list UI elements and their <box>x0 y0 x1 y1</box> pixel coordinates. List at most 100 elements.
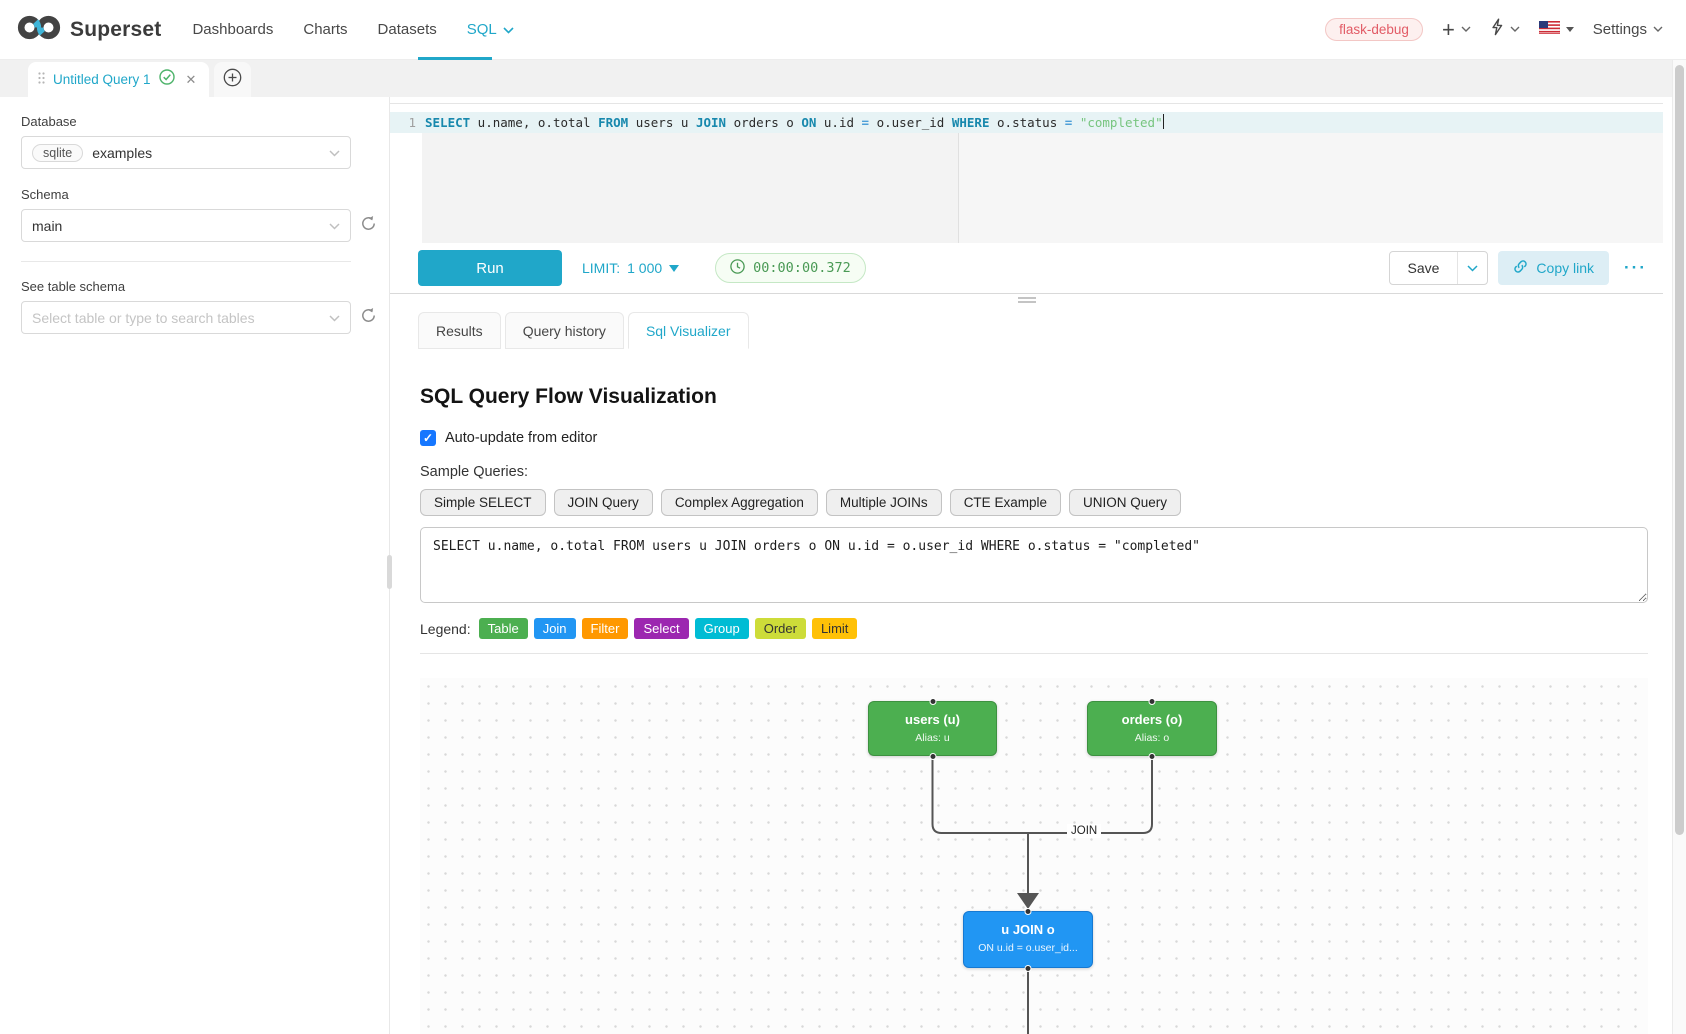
query-search-menu[interactable] <box>1490 18 1520 41</box>
flow-edges <box>931 756 1153 1034</box>
copy-link-label: Copy link <box>1536 260 1595 276</box>
sample-button-union-query[interactable]: UNION Query <box>1068 489 1181 516</box>
node-handle-top[interactable] <box>929 697 936 705</box>
refresh-tables-icon[interactable] <box>360 307 377 329</box>
flow-canvas[interactable]: users (u) Alias: u orders (o) Alias: o u… <box>420 678 1648 1034</box>
drag-handle-icon[interactable] <box>38 71 45 89</box>
sqllab-main: 1 SELECT u.name, o.total FROM users u JO… <box>390 97 1663 1034</box>
save-button[interactable]: Save <box>1407 260 1440 276</box>
node-subtitle: Alias: o <box>1134 732 1170 744</box>
sidebar-resize-handle[interactable] <box>387 555 392 589</box>
page-scrollbar[interactable] <box>1672 60 1686 1034</box>
sample-query-buttons: Simple SELECT JOIN Query Complex Aggrega… <box>420 489 1663 516</box>
save-split-button: Save <box>1388 251 1489 285</box>
database-value: examples <box>92 144 153 161</box>
database-select[interactable]: sqlite examples <box>21 136 351 169</box>
legend-tag-table: Table <box>478 618 528 639</box>
more-options-button[interactable]: ··· <box>1624 258 1647 277</box>
pane-divider <box>390 293 1663 294</box>
new-item-menu[interactable]: + <box>1442 18 1471 41</box>
schema-select[interactable]: main <box>21 209 351 242</box>
lightning-icon <box>1490 18 1504 41</box>
sqllab-sidebar: Database sqlite examples Schema main <box>0 97 392 1034</box>
caret-down-icon <box>669 265 680 272</box>
sample-button-complex-aggregation[interactable]: Complex Aggregation <box>660 489 818 516</box>
limit-dropdown[interactable]: LIMIT: 1 000 <box>582 260 680 276</box>
editor-print-margin <box>958 112 959 243</box>
table-select-placeholder: Select table or type to search tables <box>32 309 255 326</box>
us-flag-icon <box>1538 20 1561 39</box>
node-handle-top[interactable] <box>1024 907 1032 915</box>
nav-item-charts[interactable]: Charts <box>303 21 348 38</box>
legend-tag-select: Select <box>634 618 689 639</box>
flow-node-users[interactable]: users (u) Alias: u <box>868 697 997 760</box>
query-tabstrip: Untitled Query 1 ✕ <box>0 60 1686 97</box>
query-tab-active[interactable]: Untitled Query 1 ✕ <box>28 62 210 97</box>
legend: Legend: Table Join Filter Select Group O… <box>420 618 1663 639</box>
chevron-down-icon <box>329 309 340 327</box>
limit-label: LIMIT: <box>582 260 621 276</box>
visualizer-query-input[interactable]: SELECT u.name, o.total FROM users u JOIN… <box>420 527 1648 603</box>
text-cursor <box>1162 114 1165 129</box>
language-picker[interactable] <box>1538 20 1574 39</box>
save-dropdown-caret[interactable] <box>1457 252 1487 284</box>
tab-results[interactable]: Results <box>418 312 501 349</box>
chevron-down-icon <box>1653 26 1663 32</box>
legend-tag-group: Group <box>694 618 749 639</box>
node-subtitle: ON u.id = o.user_id... <box>978 942 1078 954</box>
node-title: u JOIN o <box>1001 922 1055 937</box>
auto-update-checkbox-row[interactable]: ✓ Auto-update from editor <box>420 430 1663 446</box>
sample-button-cte-example[interactable]: CTE Example <box>949 489 1061 516</box>
flow-node-orders[interactable]: orders (o) Alias: o <box>1087 697 1217 760</box>
chevron-down-icon <box>503 21 514 38</box>
sample-button-simple-select[interactable]: Simple SELECT <box>420 489 546 516</box>
table-select[interactable]: Select table or type to search tables <box>21 301 351 334</box>
legend-tag-filter: Filter <box>581 618 629 639</box>
database-label: Database <box>21 114 77 129</box>
editor-active-line <box>390 112 1663 133</box>
navbar-right: flask-debug + <box>1325 18 1663 41</box>
plus-circle-icon <box>223 68 242 92</box>
brand[interactable]: Superset <box>16 14 161 46</box>
clock-icon <box>730 258 745 278</box>
tab-sql-visualizer[interactable]: Sql Visualizer <box>627 312 749 349</box>
close-tab-icon[interactable]: ✕ <box>185 71 197 87</box>
check-circle-icon <box>158 69 175 90</box>
legend-label: Legend: <box>420 620 471 637</box>
node-handle-bottom[interactable] <box>1148 752 1156 760</box>
copy-link-button[interactable]: Copy link <box>1498 251 1610 285</box>
run-button[interactable]: Run <box>418 250 562 286</box>
schema-label: Schema <box>21 187 69 202</box>
nav-item-datasets[interactable]: Datasets <box>377 21 437 38</box>
node-handle-bottom[interactable] <box>1024 964 1032 972</box>
workspace: Database sqlite examples Schema main <box>0 97 1686 1034</box>
chevron-down-icon <box>329 144 340 162</box>
superset-logo-icon <box>16 14 62 46</box>
sql-visualizer-panel: SQL Query Flow Visualization ✓ Auto-upda… <box>390 349 1663 1034</box>
main-nav: Dashboards Charts Datasets SQL <box>192 21 514 38</box>
sql-editor[interactable]: 1 SELECT u.name, o.total FROM users u JO… <box>390 103 1663 243</box>
legend-tag-join: Join <box>533 618 576 639</box>
scrollbar-thumb[interactable] <box>1675 65 1684 835</box>
tab-query-history[interactable]: Query history <box>504 312 624 349</box>
link-icon <box>1513 259 1528 277</box>
new-tab-button[interactable] <box>214 62 252 97</box>
node-handle-top[interactable] <box>1148 697 1156 705</box>
active-nav-underline <box>418 57 492 60</box>
nav-item-sql[interactable]: SQL <box>467 21 514 38</box>
timer-value: 00:00:00.372 <box>753 260 851 276</box>
sample-button-join-query[interactable]: JOIN Query <box>553 489 653 516</box>
refresh-schemas-icon[interactable] <box>360 215 377 237</box>
line-number: 1 <box>408 115 416 130</box>
schema-value: main <box>32 217 63 234</box>
settings-menu[interactable]: Settings <box>1593 21 1663 38</box>
nav-item-dashboards[interactable]: Dashboards <box>192 21 274 38</box>
node-title: orders (o) <box>1121 712 1183 727</box>
checkbox-checked-icon[interactable]: ✓ <box>420 430 436 446</box>
editor-background-right <box>958 133 1663 243</box>
flow-node-join[interactable]: u JOIN o ON u.id = o.user_id... <box>963 907 1093 972</box>
node-handle-bottom[interactable] <box>929 752 936 760</box>
editor-toolbar: Run LIMIT: 1 000 00:00:00.372 <box>390 243 1663 293</box>
sample-button-multiple-joins[interactable]: Multiple JOINs <box>825 489 942 516</box>
